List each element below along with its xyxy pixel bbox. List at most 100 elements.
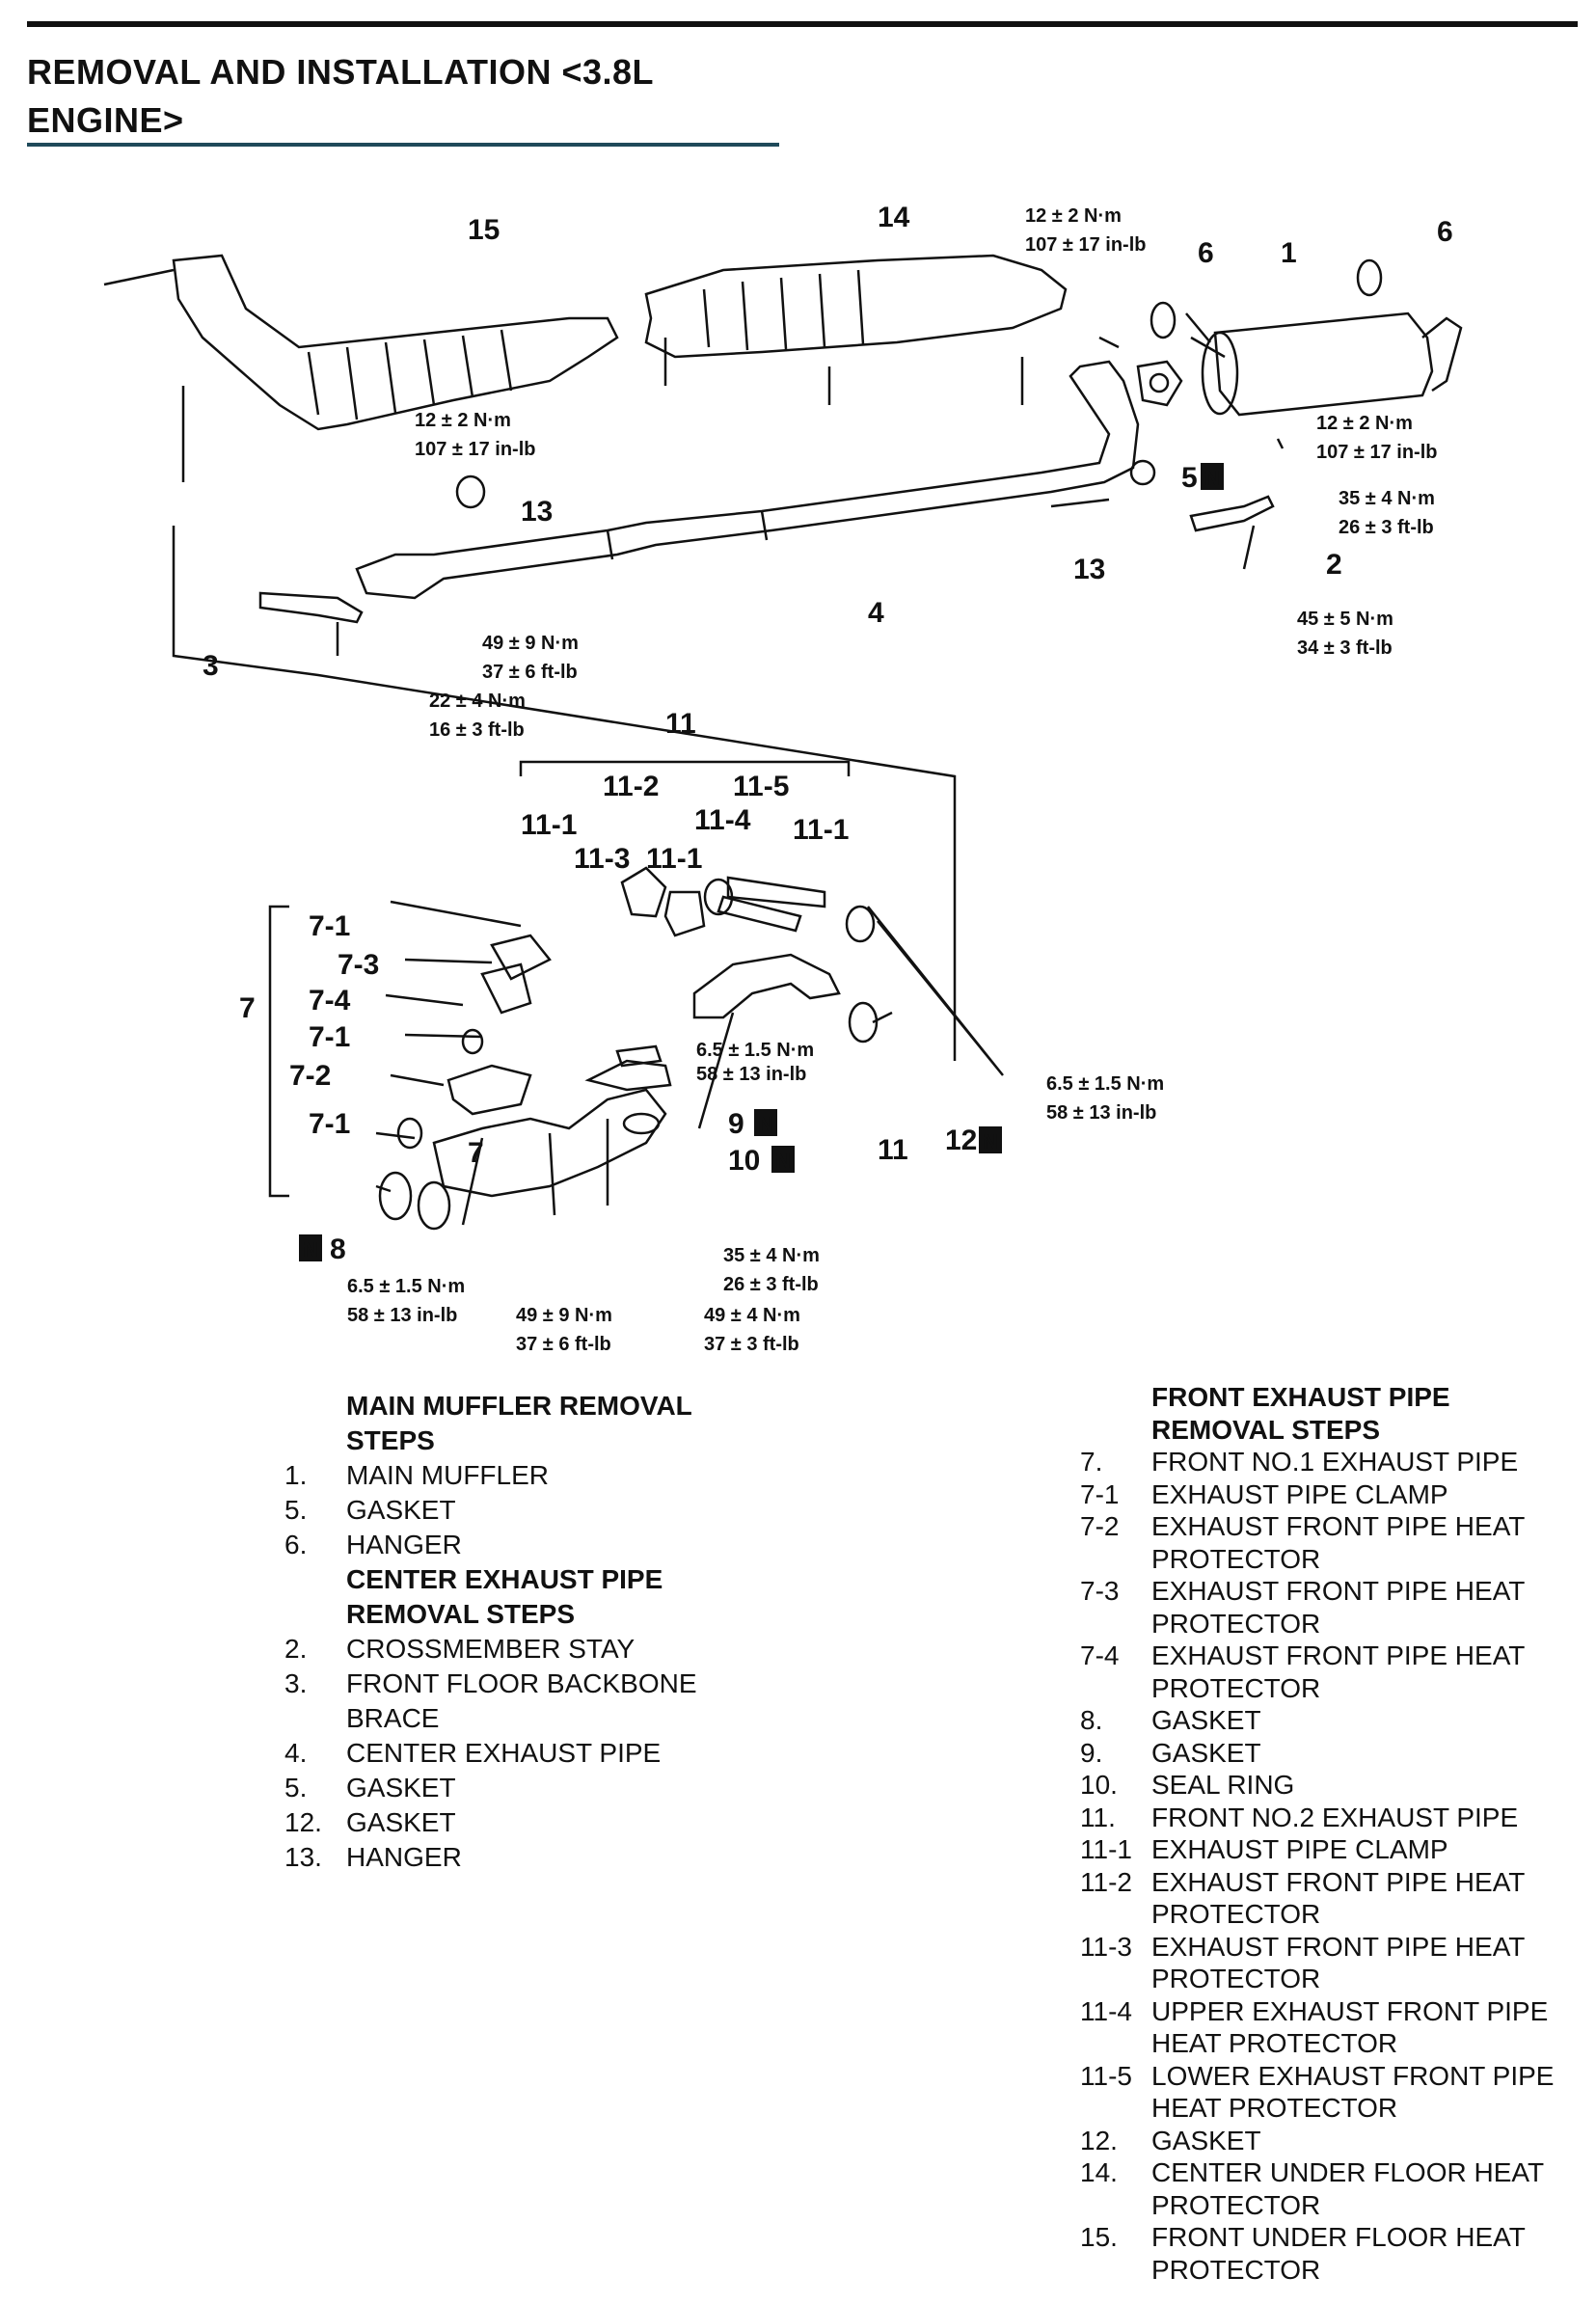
main-muffler-heading: MAIN MUFFLER REMOVAL STEPS [346,1391,692,1455]
front-no2-exhaust-pipe-shape [692,953,841,1019]
gasket-shape-12 [848,1001,879,1044]
crossmember-stay-shape [1189,495,1275,532]
list-item: 13.HANGER [284,1842,462,1872]
front-under-floor-heat-protector-shape [172,254,619,431]
gasket-shape-8 [378,1171,413,1221]
gasket-shape-9 [615,1044,663,1068]
torque-8-lb: 58 ± 13 in-lb [696,1064,806,1085]
list-item: 11.FRONT NO.2 EXHAUST PIPE [1080,1802,1519,1832]
seal-ring-shape-10 [622,1112,661,1135]
list-item: 10.SEAL RING [1080,1770,1295,1800]
callout-7-1a: 7-1 [309,910,350,942]
main-muffler-shape [1213,312,1434,417]
torque-1-lb: 107 ± 17 in-lb [1025,234,1146,256]
callout-11-4: 11-4 [694,804,751,836]
new-part-badge-5 [1201,463,1224,490]
callout-11-2: 11-2 [603,771,659,802]
callout-11b: 11 [878,1134,908,1166]
hanger-shape-6b [1356,258,1383,297]
callout-11-1b: 11-1 [646,843,702,875]
callout-7-3: 7-3 [338,949,379,981]
front-pipe-heading: FRONT EXHAUST PIPE REMOVAL STEPS [1151,1382,1450,1445]
callout-10: 10 [728,1145,760,1177]
callout-6a: 6 [1198,237,1214,269]
torque-10-nm: 35 ± 4 N·m [723,1245,820,1266]
torque-4-nm: 35 ± 4 N·m [1339,488,1435,509]
new-part-mark-9: N [758,1112,773,1136]
callout-4: 4 [868,597,884,629]
callout-13b: 13 [1073,554,1105,585]
torque-13-nm: 49 ± 4 N·m [704,1305,800,1326]
callout-11-3: 11-3 [574,843,630,875]
list-item: 5.GASKET [284,1773,456,1803]
torque-7-lb: 16 ± 3 ft-lb [429,719,525,741]
torque-3-lb: 107 ± 17 in-lb [1316,442,1437,463]
callout-11-5: 11-5 [733,771,789,802]
torque-8-nm: 6.5 ± 1.5 N·m [696,1040,814,1061]
callout-7-2: 7-2 [289,1060,331,1092]
torque-3-nm: 12 ± 2 N·m [1316,413,1413,434]
new-part-mark-5: N [1204,466,1220,490]
new-part-badge-12 [979,1126,1002,1153]
torque-12-lb: 37 ± 6 ft-lb [516,1334,611,1355]
gasket-shape-5 [1136,360,1183,407]
callout-8: 8 [330,1233,346,1265]
new-part-mark-8: N [303,1237,318,1261]
torque-6-lb: 37 ± 6 ft-lb [482,662,578,683]
top-rule [27,21,1578,27]
title-line-1: REMOVAL AND INSTALLATION <3.8L [27,52,655,92]
torque-2-nm: 12 ± 2 N·m [415,410,511,431]
torque-1-nm: 12 ± 2 N·m [1025,205,1122,227]
callout-11-1c: 11-1 [793,814,849,846]
center-under-floor-heat-protector-shape [644,254,1068,359]
list-item: 5.GASKET [284,1495,456,1525]
callout-7: 7 [239,992,256,1024]
list-item: 7.FRONT NO.1 EXHAUST PIPE [1080,1447,1519,1477]
torque-10-lb: 26 ± 3 ft-lb [723,1274,819,1295]
list-item: 8.GASKET [1080,1705,1261,1735]
center-pipe-heading: CENTER EXHAUST PIPE REMOVAL STEPS [346,1564,663,1629]
list-item: 12.GASKET [1080,2125,1261,2155]
hanger-shape-13 [455,474,486,509]
callout-6b: 6 [1437,216,1453,248]
new-part-mark-10: N [775,1149,791,1173]
callout-7-1c: 7-1 [309,1108,350,1140]
callout-1: 1 [1281,237,1297,269]
callout-14: 14 [878,202,910,233]
callout-3: 3 [203,650,219,682]
front-floor-backbone-brace-shape [258,591,364,624]
torque-5-lb: 34 ± 3 ft-lb [1297,637,1393,659]
torque-5-nm: 45 ± 5 N·m [1297,609,1393,630]
list-item: 9.GASKET [1080,1737,1261,1768]
exhaust-system-diagram: 15 14 6 1 6 5 N 13 13 2 3 4 11 11-2 11-5… [103,202,1463,1355]
list-item: 1.MAIN MUFFLER [284,1460,549,1490]
torque-11-lb: 58 ± 13 in-lb [347,1305,457,1326]
torque-4-lb: 26 ± 3 ft-lb [1339,517,1434,538]
new-part-badge-9 [754,1109,777,1136]
callout-11: 11 [665,708,696,740]
front-no1-exhaust-pipe-shape [432,1088,667,1198]
callout-15: 15 [468,214,500,246]
center-exhaust-pipe-shape [355,360,1140,600]
torque-9-nm: 6.5 ± 1.5 N·m [1046,1073,1164,1095]
callout-7b: 7 [468,1137,484,1169]
list-item: 4.CENTER EXHAUST PIPE [284,1738,662,1768]
hanger-shape-6a [1150,301,1177,339]
left-steps-column: MAIN MUFFLER REMOVAL STEPS 1.MAIN MUFFLE… [284,1389,825,1875]
new-part-badge-8 [299,1234,322,1261]
torque-11-nm: 6.5 ± 1.5 N·m [347,1276,465,1297]
torque-2-lb: 107 ± 17 in-lb [415,439,535,460]
callout-11-1a: 11-1 [521,809,577,841]
callout-7-1b: 7-1 [309,1021,350,1053]
new-part-mark-12: N [983,1129,998,1153]
list-item: 6.HANGER [284,1530,462,1559]
